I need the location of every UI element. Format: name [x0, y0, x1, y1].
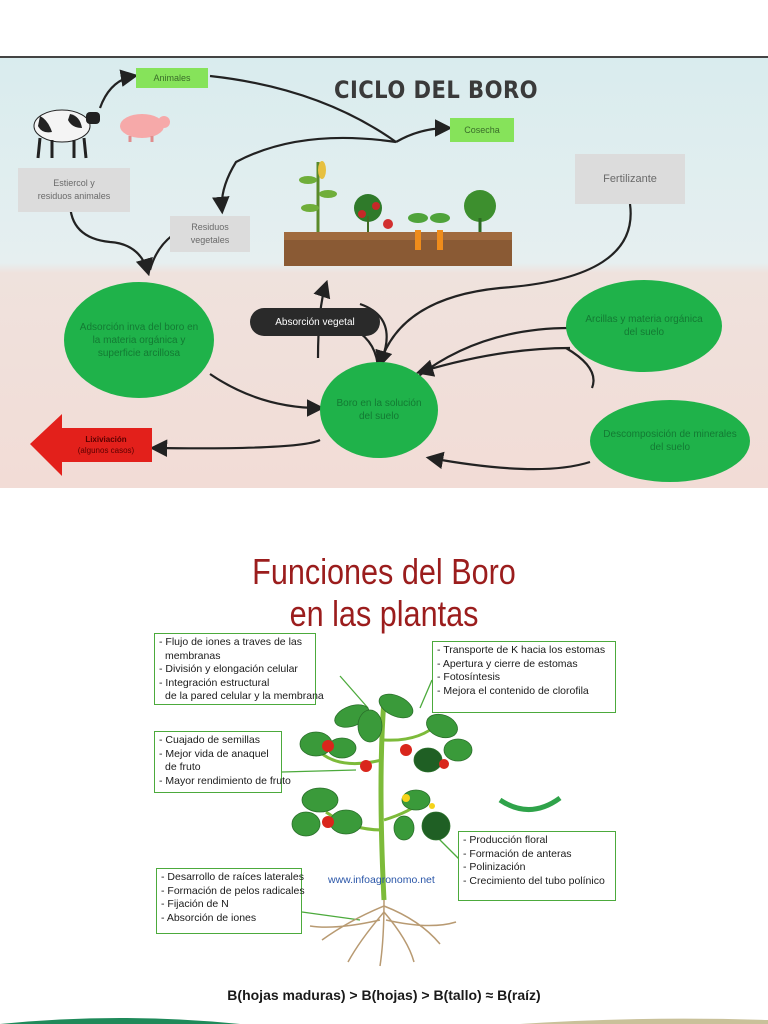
function-item: - Mejora el contenido de clorofila: [437, 684, 589, 697]
clays-organic-oval: Arcillas y materia orgánica del suelo: [566, 280, 722, 372]
function-item: - Formación de pelos radicales: [161, 884, 305, 897]
function-item: - Formación de anteras: [463, 847, 572, 860]
cycle-title: CICLO DEL BORO: [334, 76, 539, 104]
functions-title-line1: Funciones del Boro: [252, 551, 516, 592]
function-item: de la pared celular y la membrana: [165, 690, 324, 702]
function-item: - Fijación de N: [161, 898, 229, 910]
leaching-label: Lixiviación (algunos casos): [60, 434, 152, 456]
pig-icon: [120, 114, 170, 142]
function-item: - Cuajado de semillas: [159, 734, 260, 746]
crops-icon: [299, 161, 496, 250]
website-link[interactable]: www.infoagronomo.net: [328, 874, 435, 886]
leaching-line-1: Lixiviación: [85, 435, 127, 444]
manure-line-2: residuos animales: [37, 191, 111, 201]
function-item: - Crecimiento del tubo polínico: [463, 874, 605, 887]
function-item: de fruto: [165, 761, 201, 773]
function-box-flowering: - Producción floral - Formación de anter…: [458, 831, 616, 901]
function-item: - Apertura y cierre de estomas: [437, 657, 578, 670]
function-item: - Polinización: [463, 861, 526, 873]
adsorption-oval: Adsorción inva del boro en la materia or…: [64, 282, 214, 398]
functions-title-line2: en las plantas: [289, 593, 479, 634]
animals-box: Animales: [136, 68, 208, 88]
function-item: - Absorción de iones: [161, 911, 257, 924]
manure-line-1: Estiercol y: [53, 178, 95, 188]
function-box-membranes: - Flujo de iones a traves de las membran…: [154, 633, 324, 705]
function-item: membranas: [165, 649, 221, 662]
function-item: - Producción floral: [463, 834, 548, 846]
function-box-fruit: - Cuajado de semillas - Mejor vida de an…: [154, 731, 291, 793]
function-item: - Flujo de iones a traves de las: [159, 636, 302, 648]
function-item: - Fotosíntesis: [437, 671, 501, 683]
manure-box: Estiercol y residuos animales: [18, 168, 130, 212]
leaching-line-2: (algunos casos): [77, 446, 135, 455]
cow-icon: [33, 109, 100, 159]
harvest-box: Cosecha: [450, 118, 514, 142]
function-box-stomata: - Transporte de K hacia los estomas - Ap…: [432, 641, 616, 713]
function-box-roots: - Desarrollo de raíces laterales - Forma…: [156, 868, 305, 934]
fertilizer-box: Fertilizante: [575, 154, 685, 204]
plant-absorption-pill: Absorción vegetal: [250, 308, 380, 336]
leaching-arrow: [30, 414, 152, 476]
mineral-decomposition-oval: Descomposición de minerales del suelo: [590, 400, 750, 482]
boron-solution-oval: Boro en la solución del suelo: [320, 362, 438, 458]
plant-residues-box: Residuos vegetales: [170, 216, 250, 252]
boron-distribution-formula: B(hojas maduras) > B(hojas) > B(tallo) ≈…: [227, 987, 541, 1003]
cycle-arrows: [30, 69, 632, 476]
boron-cycle-diagram: CICLO DEL BORO Animales Cosecha Estierco…: [0, 56, 768, 488]
residues-line-2: vegetales: [190, 235, 230, 245]
residues-line-1: Residuos: [191, 222, 229, 232]
function-item: - Mayor rendimiento de fruto: [159, 774, 291, 787]
function-item: - División y elongación celular: [159, 663, 298, 675]
function-item: - Integración estructural: [159, 676, 270, 689]
function-item: - Transporte de K hacia los estomas: [437, 644, 606, 656]
function-item: - Mejor vida de anaquel: [159, 747, 269, 760]
function-item: - Desarrollo de raíces laterales: [161, 871, 304, 883]
